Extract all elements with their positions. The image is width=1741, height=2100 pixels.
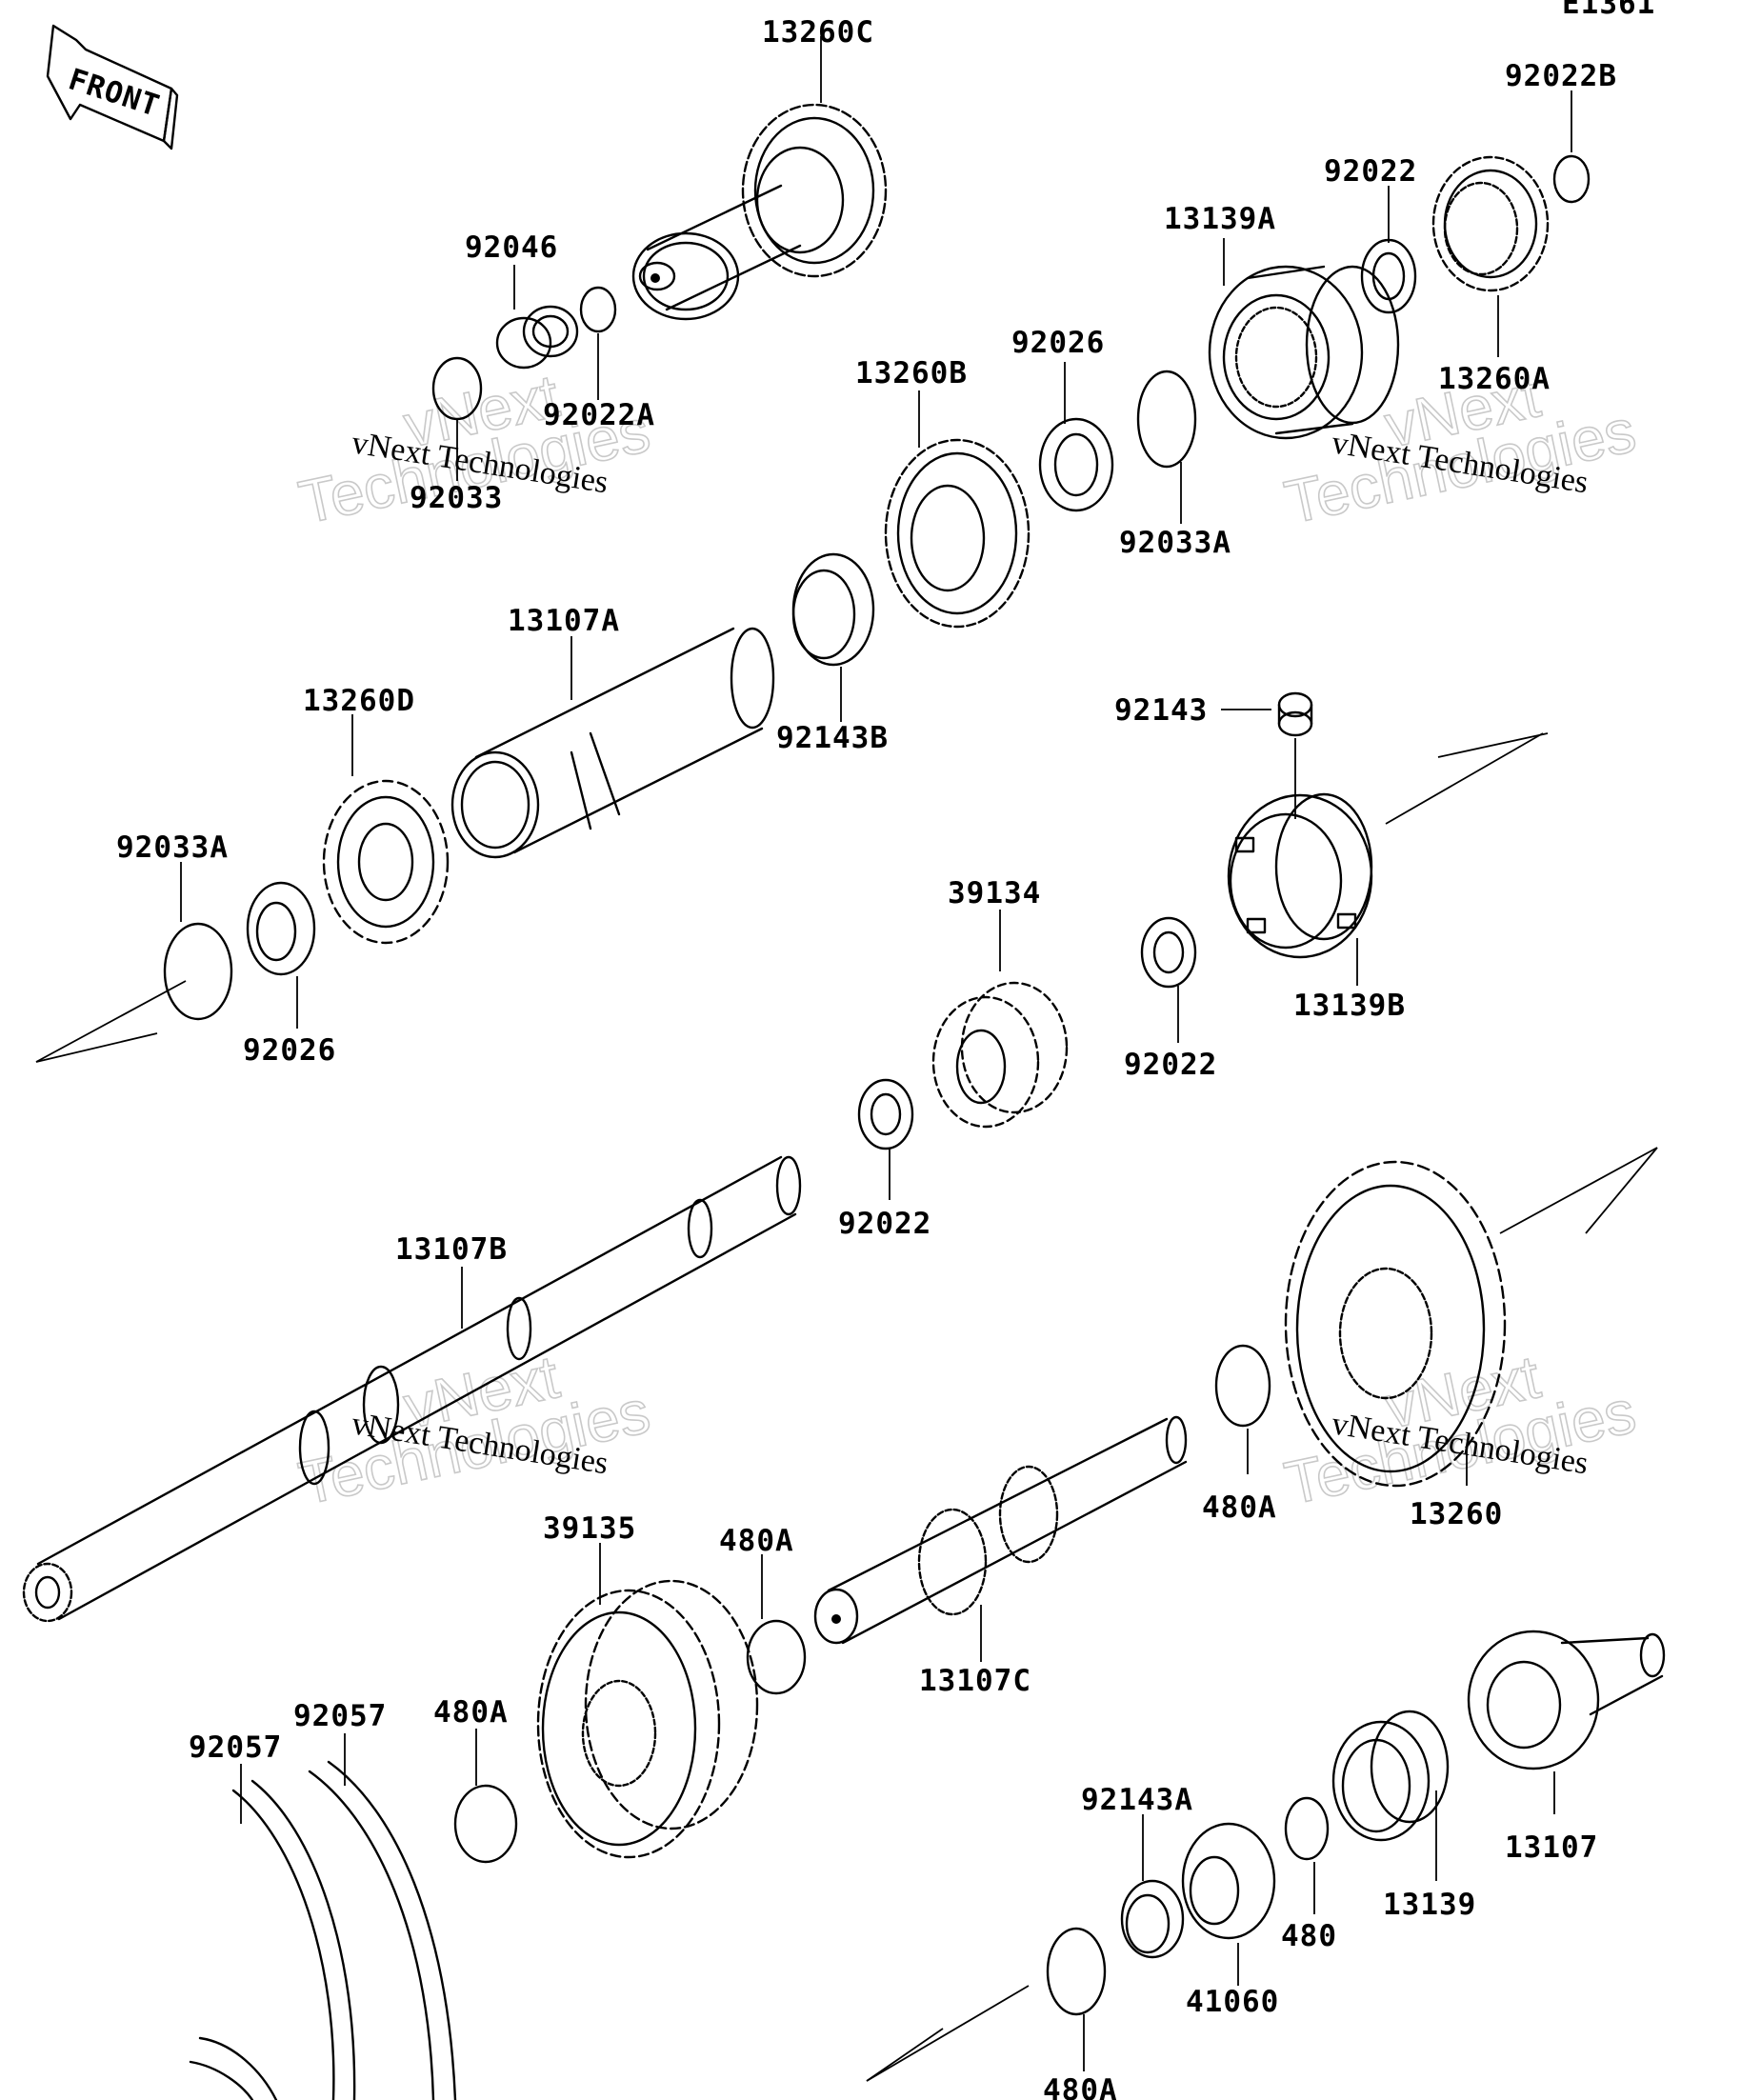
part-39134-gear[interactable] bbox=[931, 981, 1069, 1129]
label-39135: 39135 bbox=[543, 1511, 636, 1546]
part-480A-circlip-bottom[interactable] bbox=[1046, 1927, 1107, 2016]
front-arrow-icon: FRONT bbox=[46, 24, 179, 150]
label-480A-bottom: 480A bbox=[1043, 2073, 1118, 2100]
label-13139A: 13139A bbox=[1164, 202, 1276, 236]
label-13107C: 13107C bbox=[919, 1664, 1031, 1698]
part-92033A-circlip-left[interactable] bbox=[163, 922, 233, 1021]
part-92022-washer-top[interactable] bbox=[1360, 238, 1417, 314]
diagram-id: E1361 bbox=[1562, 0, 1655, 21]
part-92057-friction-plate-b[interactable] bbox=[308, 1760, 457, 2100]
part-13107A-shaft[interactable] bbox=[450, 627, 775, 859]
axis-arrow-lower bbox=[866, 1985, 1030, 2082]
part-13260A-gear[interactable] bbox=[1431, 155, 1550, 292]
part-13107B-shaft[interactable] bbox=[22, 1155, 802, 1623]
part-480A-circlip-mid[interactable] bbox=[746, 1619, 807, 1695]
part-13139B-dog-gear[interactable] bbox=[1227, 792, 1373, 959]
label-92143A: 92143A bbox=[1081, 1783, 1193, 1817]
part-13260D-gear[interactable] bbox=[322, 779, 450, 945]
label-92057-a: 92057 bbox=[189, 1730, 282, 1765]
label-41060: 41060 bbox=[1186, 1985, 1279, 2019]
label-13107B: 13107B bbox=[395, 1232, 508, 1267]
part-39135-double-gear[interactable] bbox=[536, 1579, 759, 1859]
label-13260D: 13260D bbox=[303, 684, 415, 718]
label-92143: 92143 bbox=[1114, 693, 1208, 728]
part-92046-needle-bearing[interactable] bbox=[495, 305, 579, 370]
part-92022A-washer[interactable] bbox=[579, 286, 617, 333]
front-label: FRONT bbox=[65, 62, 165, 124]
axis-arrow-upper bbox=[35, 732, 1549, 1063]
part-92143B-collar[interactable] bbox=[791, 552, 875, 667]
part-92033A-circlip-top[interactable] bbox=[1136, 370, 1197, 469]
label-13107: 13107 bbox=[1505, 1830, 1598, 1865]
label-13139B: 13139B bbox=[1293, 989, 1406, 1023]
label-92026-top: 92026 bbox=[1011, 326, 1105, 360]
part-13139A-gear[interactable] bbox=[1208, 265, 1400, 440]
part-13139-sleeve[interactable] bbox=[1331, 1710, 1450, 1842]
part-13107C-shaft[interactable] bbox=[813, 1415, 1188, 1645]
part-13260C-gear-cluster[interactable] bbox=[631, 103, 888, 321]
label-13260B: 13260B bbox=[855, 356, 968, 390]
watermark-bottom-right: Technologies vNext vNext Technologies bbox=[1278, 1341, 1642, 1518]
part-480A-circlip-right[interactable] bbox=[1214, 1344, 1271, 1428]
part-480A-circlip-left[interactable] bbox=[453, 1784, 518, 1864]
part-41060-hub[interactable] bbox=[1181, 1822, 1276, 1940]
label-92057-b: 92057 bbox=[293, 1699, 387, 1733]
label-92033: 92033 bbox=[410, 481, 503, 515]
part-92057-friction-plate-a[interactable] bbox=[189, 1779, 356, 2100]
label-13260A: 13260A bbox=[1438, 362, 1551, 396]
part-92022-washer-mid[interactable] bbox=[1140, 916, 1197, 989]
part-92026-washer-top[interactable] bbox=[1038, 417, 1114, 512]
label-92022-top: 92022 bbox=[1324, 154, 1417, 189]
watermark-bottom-left: Technologies vNext vNext Technologies bbox=[292, 1341, 656, 1518]
part-92026-washer-left[interactable] bbox=[246, 881, 316, 976]
label-13139: 13139 bbox=[1383, 1888, 1476, 1922]
part-92022-washer-low[interactable] bbox=[857, 1078, 914, 1150]
label-92033A-left: 92033A bbox=[116, 830, 229, 865]
label-92022-low: 92022 bbox=[838, 1207, 931, 1241]
axis-arrow-middle bbox=[1499, 1147, 1658, 1234]
part-92022B-washer[interactable] bbox=[1552, 154, 1591, 204]
label-92046: 92046 bbox=[465, 230, 558, 265]
label-92143B: 92143B bbox=[776, 721, 889, 755]
label-480A-right: 480A bbox=[1202, 1490, 1277, 1525]
part-92143-collar[interactable] bbox=[1277, 691, 1313, 737]
label-13107A: 13107A bbox=[508, 604, 620, 638]
part-480-circlip[interactable] bbox=[1284, 1796, 1330, 1861]
part-13260B-gear[interactable] bbox=[884, 438, 1031, 629]
label-92022B: 92022B bbox=[1505, 59, 1617, 93]
label-480A-left: 480A bbox=[433, 1695, 509, 1730]
label-92022A: 92022A bbox=[543, 398, 655, 432]
label-13260C: 13260C bbox=[762, 15, 874, 50]
label-92033A-top: 92033A bbox=[1119, 526, 1231, 560]
part-92143A-collar[interactable] bbox=[1120, 1879, 1185, 1959]
label-92026-left: 92026 bbox=[243, 1033, 336, 1068]
label-13260: 13260 bbox=[1410, 1497, 1503, 1531]
part-13260-gear[interactable] bbox=[1284, 1160, 1507, 1488]
label-480A-mid: 480A bbox=[719, 1524, 794, 1558]
label-39134: 39134 bbox=[948, 876, 1041, 910]
label-480: 480 bbox=[1281, 1919, 1337, 1953]
part-13107-output-shaft[interactable] bbox=[1467, 1630, 1666, 1770]
label-92022-mid: 92022 bbox=[1124, 1048, 1217, 1082]
